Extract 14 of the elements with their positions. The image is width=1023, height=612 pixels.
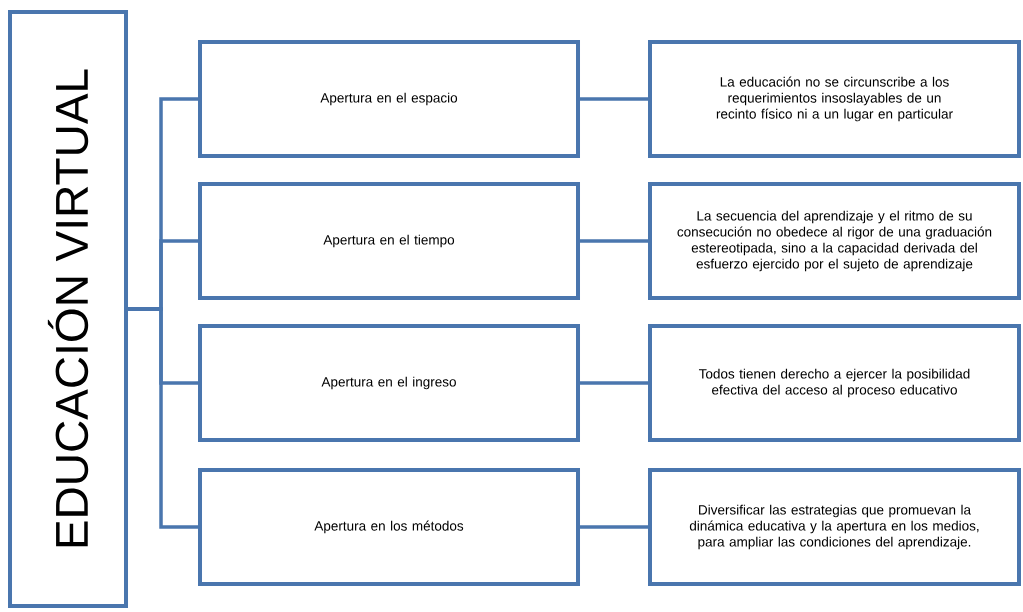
category-box: Apertura en el tiempo <box>198 182 580 300</box>
connector-line <box>580 239 648 243</box>
description-box: La educación no se circunscribe a los requerimientos insoslayables de un recinto físico ni a un lugar en particular <box>648 40 1021 158</box>
title-box: EDUCACIÓN VIRTUAL <box>8 10 128 608</box>
description-box: Diversificar las estrategias que promuevan la dinámica educativa y la apertura en los medios, para ampliar las condiciones del aprendizaje. <box>648 468 1021 586</box>
description-box: La secuencia del aprendizaje y el ritmo de su consecución no obedece al rigor de una graduación estereotipada, sino a la capacidad derivada del esfuerzo ejercido por el sujeto de aprendizaje <box>648 182 1021 300</box>
connector-line <box>580 97 648 101</box>
category-box: Apertura en el espacio <box>198 40 580 158</box>
category-box: Apertura en el ingreso <box>198 324 580 442</box>
connector-line <box>580 381 648 385</box>
connector-line <box>128 307 198 529</box>
category-box: Apertura en los métodos <box>198 468 580 586</box>
description-box: Todos tienen derecho a ejercer la posibilidad efectiva del acceso al proceso educativo <box>648 324 1021 442</box>
connector-line <box>580 525 648 529</box>
